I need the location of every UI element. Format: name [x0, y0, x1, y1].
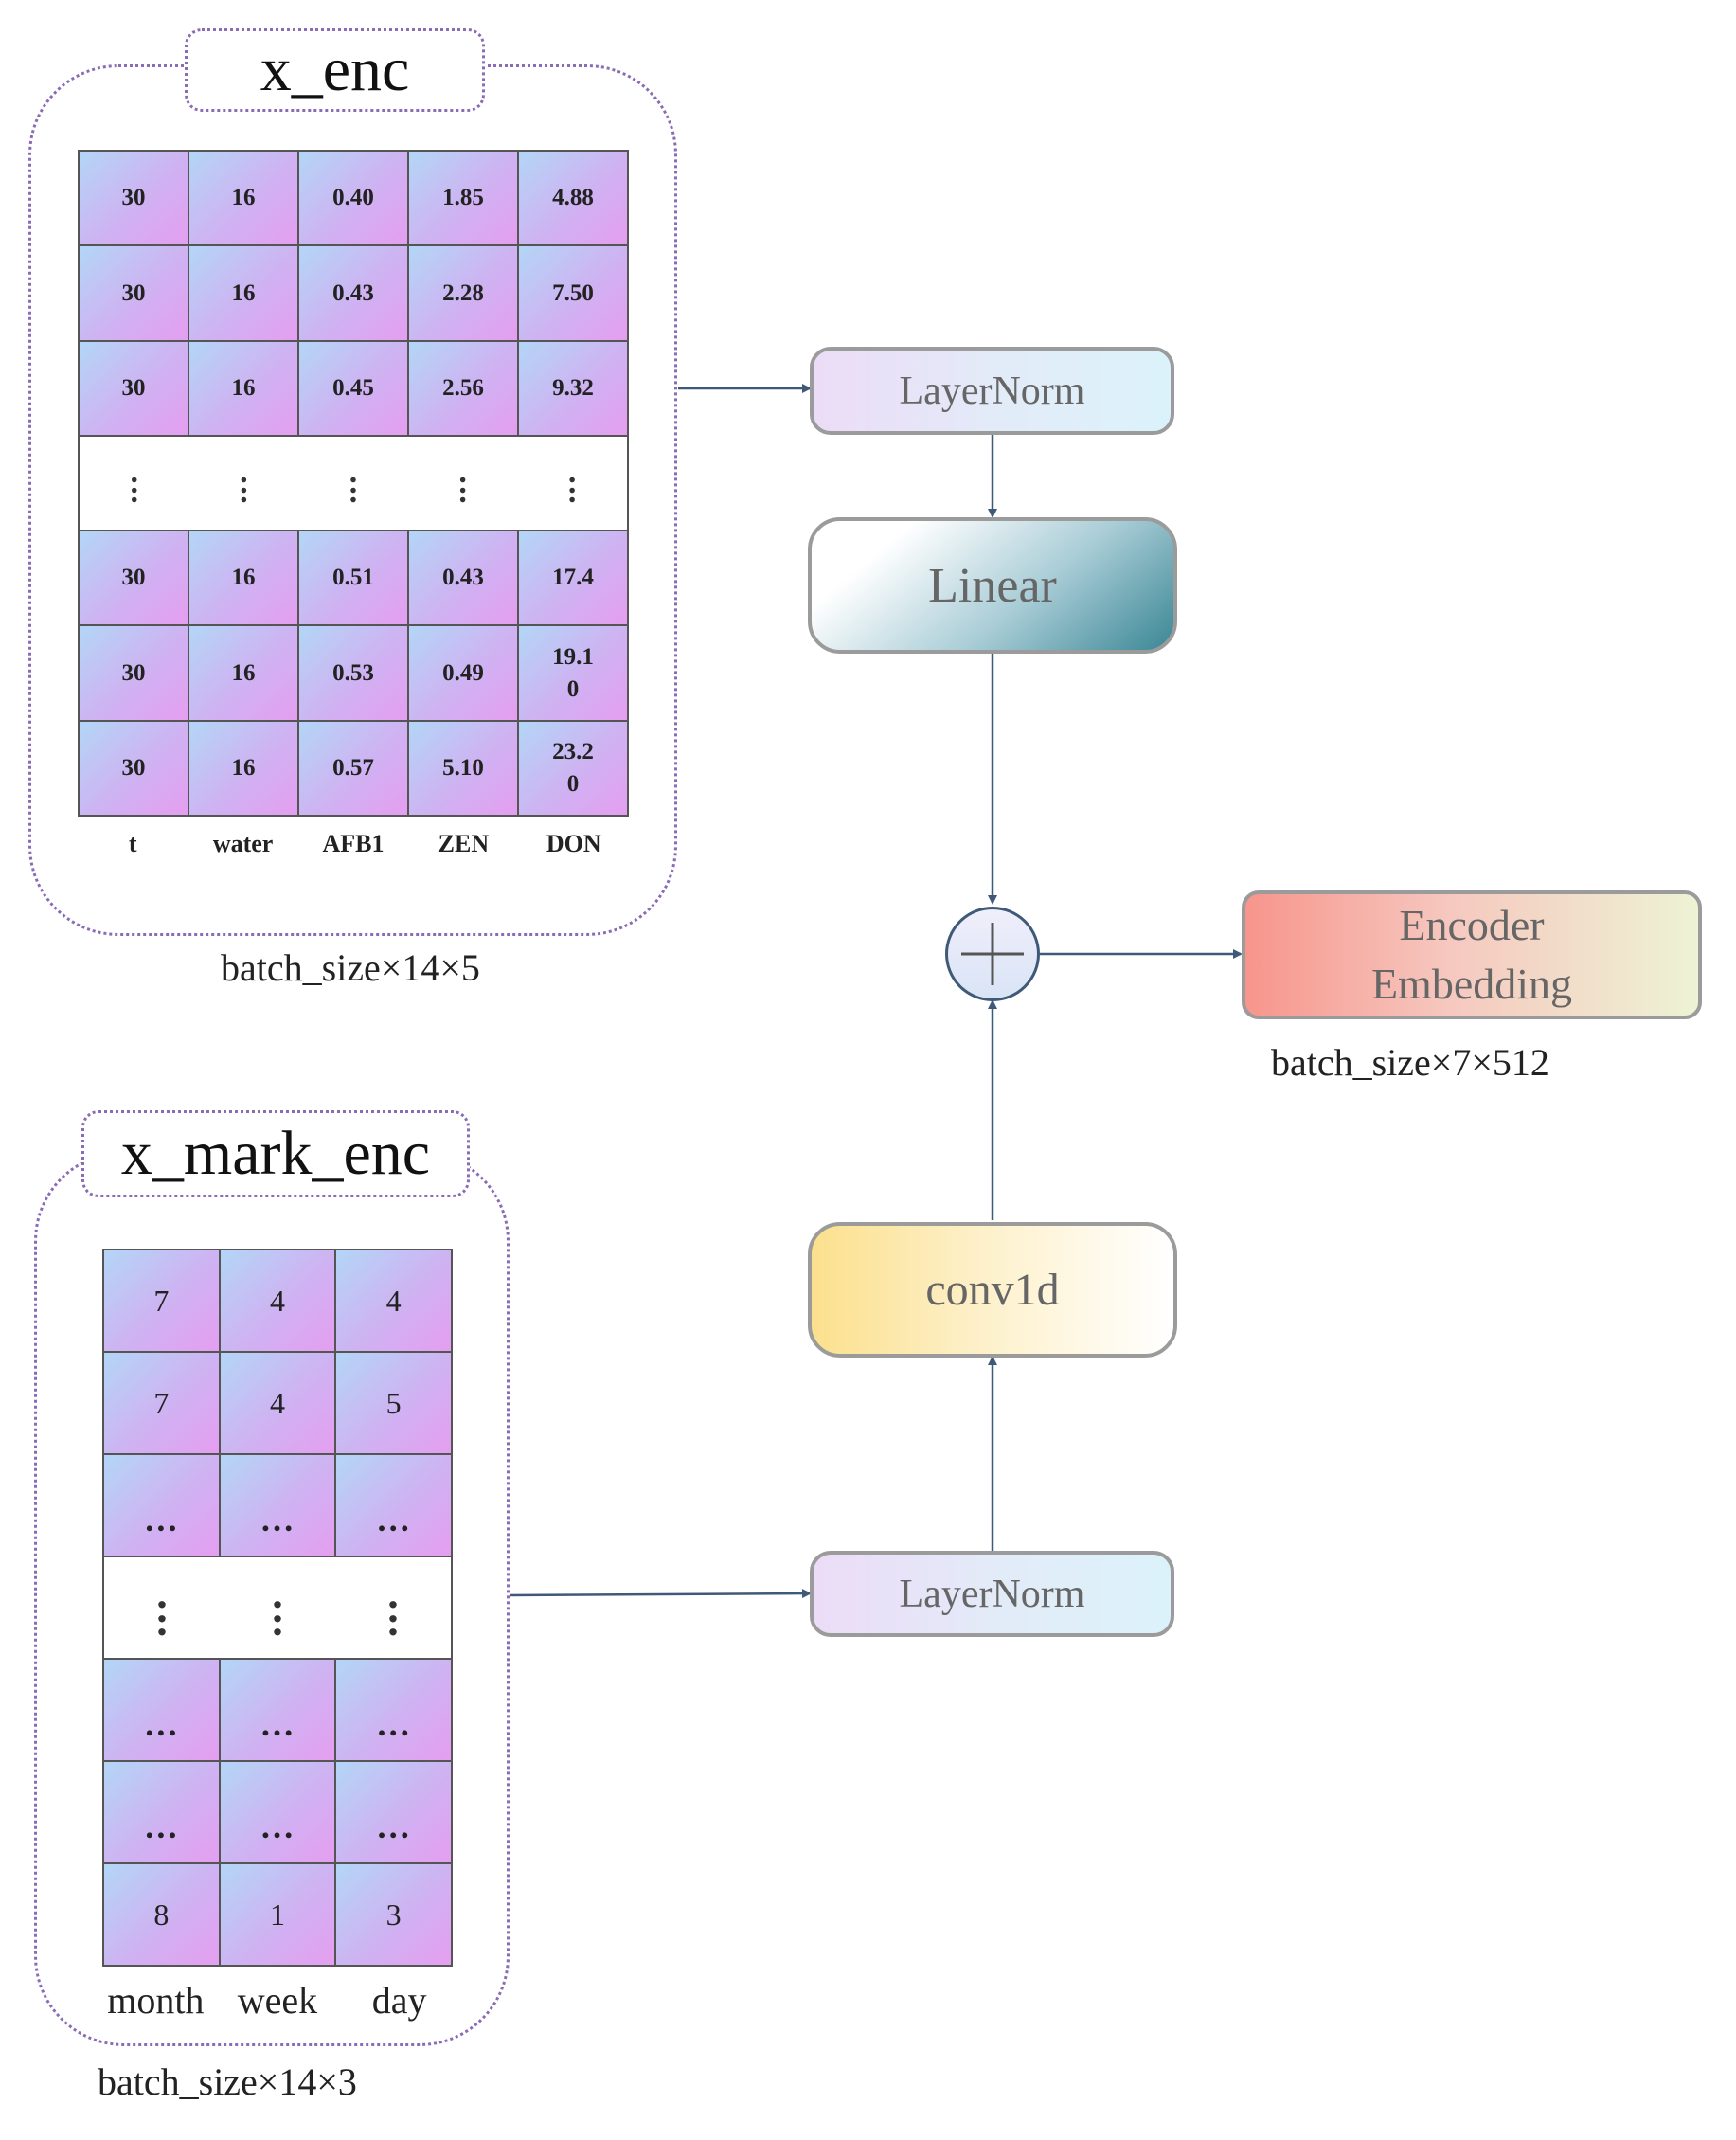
ellipsis-icon: ...: [130, 454, 139, 511]
ellipsis-icon: ...: [156, 1568, 168, 1645]
x-enc-cell: 16: [189, 626, 297, 720]
x-enc-cell: 5.10: [409, 721, 517, 815]
x-enc-shape-label: batch_size×14×5: [221, 946, 480, 989]
x-enc-cell: 23.2 0: [519, 721, 627, 815]
x-mark-enc-cell: …: [336, 1762, 451, 1862]
x-enc-cell: 0.40: [299, 152, 407, 245]
x-mark-enc-cell: 7: [104, 1353, 219, 1453]
x-mark-enc-cell: 1: [220, 1864, 335, 1965]
x-enc-gap-row: ...............: [80, 436, 627, 531]
x-enc-cell: 16: [189, 246, 297, 340]
x-mark-enc-shape-label: batch_size×14×3: [98, 2060, 357, 2103]
x-mark-enc-cell: …: [336, 1455, 451, 1556]
layernorm-top-box: LayerNorm: [810, 347, 1174, 435]
x-mark-enc-cell: 5: [336, 1353, 451, 1453]
x-enc-cell: 4.88: [519, 152, 627, 245]
x-enc-cell: 30: [80, 152, 188, 245]
x-mark-enc-cell: 3: [336, 1864, 451, 1965]
x-mark-enc-title: x_mark_enc: [81, 1110, 470, 1197]
x-enc-cell: 2.28: [409, 246, 517, 340]
encoder-embedding-line2: Embedding: [1370, 960, 1573, 1008]
x-mark-enc-column-label: week: [237, 1979, 318, 2022]
x-mark-enc-cell: 4: [220, 1353, 335, 1453]
conv1d-box: conv1d: [808, 1222, 1177, 1358]
x-enc-cell: 7.50: [519, 246, 627, 340]
ellipsis-icon: ...: [458, 454, 467, 511]
x-enc-cell: 16: [189, 531, 297, 625]
x-enc-cell: 0.49: [409, 626, 517, 720]
x-mark-enc-gap-row: .........: [104, 1557, 451, 1658]
x-enc-column-label: t: [128, 830, 137, 857]
x-mark-enc-column-label: month: [107, 1979, 205, 2022]
x-enc-cell: 30: [80, 531, 188, 625]
x-mark-enc-cell: 4: [336, 1250, 451, 1351]
x-enc-cell: 0.53: [299, 626, 407, 720]
add-icon: [945, 907, 1040, 1001]
linear-box: Linear: [808, 517, 1177, 654]
x-enc-cell: 19.1 0: [519, 626, 627, 720]
x-enc-cell: 30: [80, 341, 188, 435]
x-mark-enc-column-labels: month week day: [95, 1978, 460, 2025]
x-enc-cell: 2.56: [409, 341, 517, 435]
ellipsis-icon: ...: [272, 1568, 283, 1645]
encoder-embedding-box: Encoder Embedding: [1242, 890, 1702, 1019]
x-mark-enc-column-label: day: [371, 1979, 427, 2022]
encoder-embedding-line1: Encoder: [1399, 900, 1545, 949]
x-enc-column-label: ZEN: [438, 830, 490, 857]
ellipsis-icon: ...: [240, 454, 248, 511]
x-mark-enc-cell: …: [104, 1455, 219, 1556]
x-enc-cell: 0.43: [409, 531, 517, 625]
x-mark-enc-cell: 8: [104, 1864, 219, 1965]
x-mark-enc-cell: …: [104, 1762, 219, 1862]
x-mark-enc-cell: 4: [220, 1250, 335, 1351]
output-shape-label: batch_size×7×512: [1271, 1041, 1549, 1084]
x-mark-enc-cell: …: [220, 1660, 335, 1760]
x-mark-enc-cell: …: [220, 1455, 335, 1556]
arrow-xmark-to-layernorm: [509, 1589, 812, 1599]
x-enc-cell: 16: [189, 152, 297, 245]
x-enc-cell: 9.32: [519, 341, 627, 435]
x-enc-cell: 16: [189, 721, 297, 815]
x-enc-cell: 0.57: [299, 721, 407, 815]
ellipsis-icon: ...: [387, 1568, 399, 1645]
x-mark-enc-cell: …: [220, 1762, 335, 1862]
x-enc-cell: 30: [80, 721, 188, 815]
x-mark-enc-cell: 7: [104, 1250, 219, 1351]
x-enc-title: x_enc: [185, 28, 485, 112]
x-enc-cell: 0.43: [299, 246, 407, 340]
x-enc-cell: 1.85: [409, 152, 517, 245]
ellipsis-icon: ...: [349, 454, 358, 511]
x-enc-cell: 30: [80, 246, 188, 340]
x-enc-column-label: AFB1: [322, 830, 385, 857]
x-enc-column-label: DON: [546, 830, 601, 857]
x-enc-column-labels: t water AFB1 ZEN DON: [78, 830, 629, 868]
x-enc-cell: 16: [189, 341, 297, 435]
layernorm-bottom-box: LayerNorm: [810, 1551, 1174, 1637]
x-mark-enc-cell: …: [104, 1660, 219, 1760]
x-enc-cell: 0.45: [299, 341, 407, 435]
x-enc-cell: 30: [80, 626, 188, 720]
ellipsis-icon: ...: [567, 454, 577, 511]
x-enc-cell: 0.51: [299, 531, 407, 625]
x-mark-enc-cell: …: [336, 1660, 451, 1760]
x-enc-cell: 17.4: [519, 531, 627, 625]
x-enc-column-label: water: [212, 830, 274, 857]
